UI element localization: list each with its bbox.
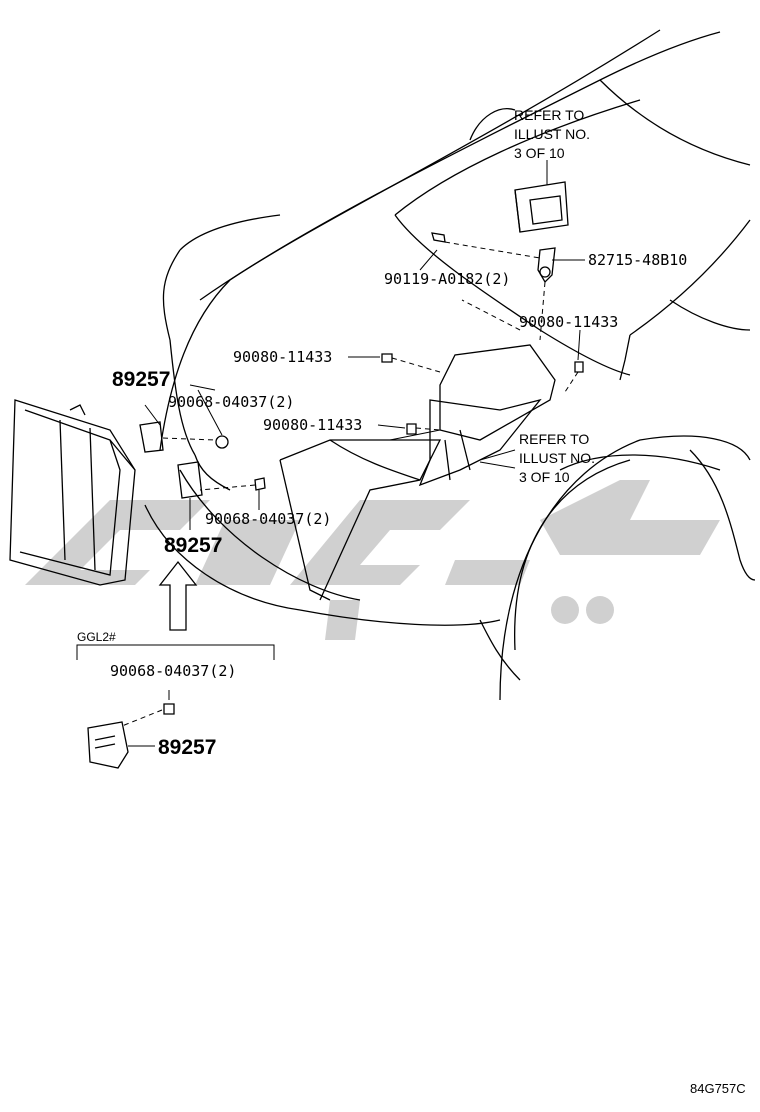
callout-90068-04037-top: 90068-04037(2) (168, 393, 295, 411)
refer-note-middle: REFER TO ILLUST NO. 3 OF 10 (519, 431, 595, 485)
callout-89257-top: 89257 (112, 368, 171, 391)
up-arrow-icon (158, 560, 198, 631)
callout-89257-mid: 89257 (164, 534, 223, 557)
callout-82715-48b10: 82715-48B10 (588, 251, 688, 269)
callout-90119-a0182: 90119-A0182(2) (384, 270, 511, 288)
callout-89257-ggl: 89257 (158, 736, 217, 759)
vehicle-body-outline (9, 29, 756, 769)
watermark-logo (25, 480, 720, 640)
callout-90080-11433-right: 90080-11433 (519, 313, 619, 331)
callout-90068-04037-ggl: 90068-04037(2) (110, 662, 237, 680)
variant-label: GGL2# (77, 630, 116, 644)
refer-note-top: REFER TO ILLUST NO. 3 OF 10 (514, 107, 590, 161)
callout-90080-11433-mid: 90080-11433 (263, 416, 363, 434)
leader-lines (76, 160, 585, 747)
illustration-code: 84G757C (690, 1081, 746, 1096)
callout-90068-04037-mid: 90068-04037(2) (205, 510, 332, 528)
callout-90080-11433-left: 90080-11433 (233, 348, 333, 366)
